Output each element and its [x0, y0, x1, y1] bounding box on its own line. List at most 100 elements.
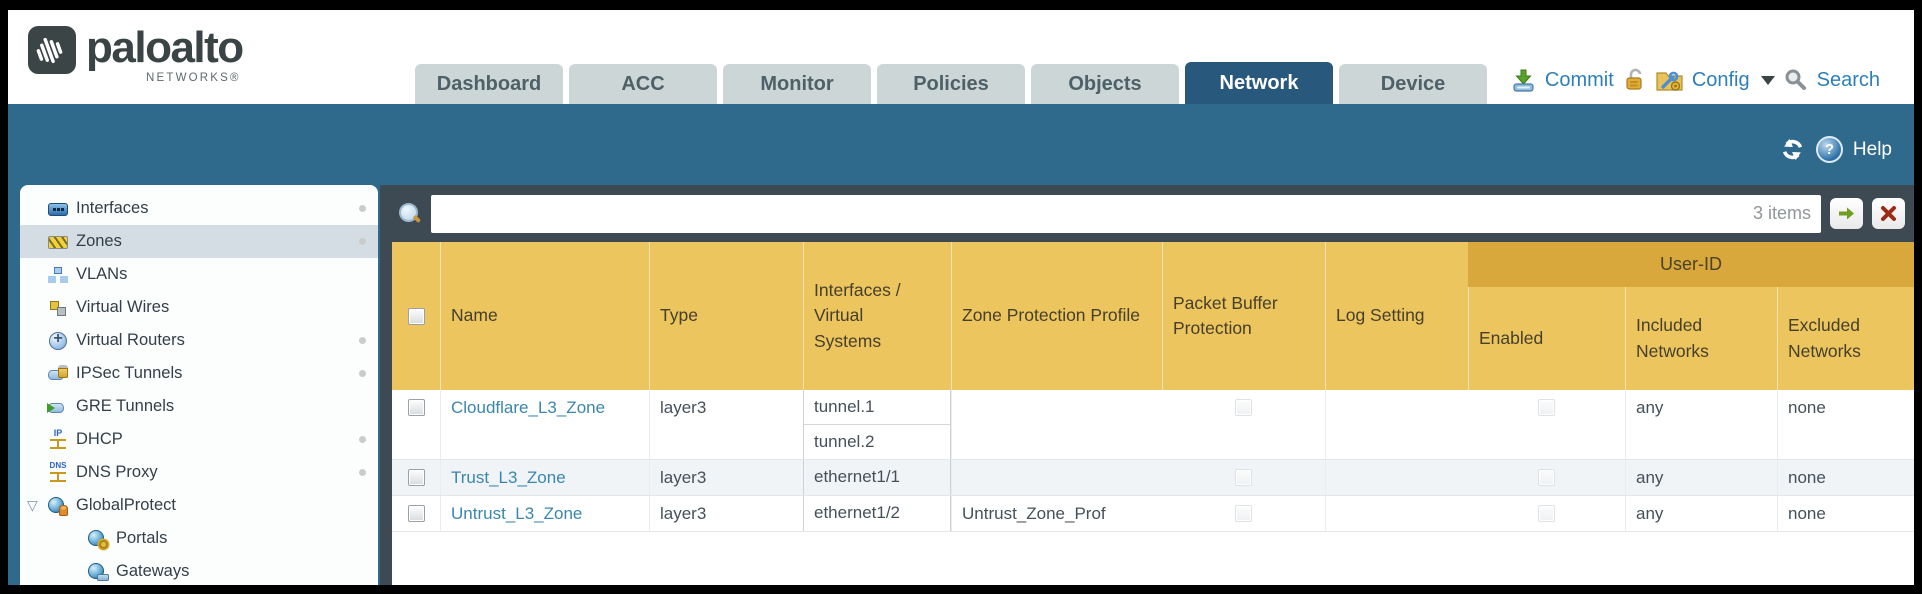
table-row[interactable]: Trust_L3_Zone layer3 ethernet1/1 any non… [392, 460, 1914, 496]
select-all-checkbox[interactable] [407, 307, 425, 325]
utility-bar: Commit Config Search [1511, 68, 1880, 92]
apply-filter-button[interactable] [1830, 198, 1863, 229]
status-dot [359, 469, 366, 476]
sidebar-item-portals[interactable]: Portals [20, 522, 378, 555]
green-arrow-icon [1839, 207, 1854, 220]
brand-name: paloalto [86, 23, 244, 72]
excluded-networks: none [1777, 460, 1914, 495]
column-header-interfaces[interactable]: Interfaces / Virtual Systems [803, 242, 951, 390]
sidebar-item-label: DNS Proxy [76, 463, 158, 481]
sidebar-item-globalprotect[interactable]: ▽ GlobalProtect [20, 489, 378, 522]
status-dot [359, 205, 366, 212]
help-icon[interactable]: ? [1815, 136, 1843, 163]
portals-icon [88, 529, 108, 549]
tab-objects[interactable]: Objects [1031, 64, 1179, 104]
sidebar-item-virtual-wires[interactable]: Virtual Wires [20, 291, 378, 324]
zone-type: layer3 [649, 390, 803, 459]
commit-icon [1513, 69, 1534, 92]
help-label[interactable]: Help [1852, 138, 1892, 160]
column-header-type[interactable]: Type [649, 242, 803, 390]
sidebar-item-virtual-routers[interactable]: Virtual Routers [20, 324, 378, 357]
log-setting [1325, 496, 1468, 531]
sidebar-item-label: DHCP [76, 430, 123, 448]
packet-buffer-protection-checkbox[interactable] [1235, 469, 1252, 486]
sidebar-item-interfaces[interactable]: Interfaces [20, 192, 378, 225]
sidebar-item-dhcp[interactable]: DHCP [20, 423, 378, 456]
row-checkbox[interactable] [407, 469, 425, 486]
zone-name-link[interactable]: Cloudflare_L3_Zone [451, 398, 606, 417]
packet-buffer-protection-checkbox[interactable] [1235, 399, 1252, 416]
zone-protection-profile: Untrust_Zone_Prof [951, 496, 1162, 531]
sidebar-item-dns-proxy[interactable]: DNS Proxy [20, 456, 378, 489]
sidebar-item-label: Virtual Routers [76, 331, 185, 349]
filter-search-box: 3 items [431, 194, 1821, 233]
column-header-included-networks[interactable]: Included Networks [1625, 287, 1777, 390]
expand-caret-icon[interactable]: ▽ [27, 497, 38, 513]
interface-entry: tunnel.2 [814, 432, 875, 451]
log-setting [1325, 460, 1468, 495]
lock-icon[interactable] [1623, 68, 1647, 92]
tab-network[interactable]: Network [1185, 62, 1333, 104]
excluded-networks: none [1777, 496, 1914, 531]
status-dot [359, 337, 366, 344]
column-header-packet-buffer-protection[interactable]: Packet Buffer Protection [1162, 242, 1325, 390]
filter-input[interactable] [431, 194, 1753, 233]
table-row[interactable]: Cloudflare_L3_Zone layer3 tunnel.1 tunne… [392, 390, 1914, 460]
interfaces-icon [48, 199, 68, 219]
tab-device[interactable]: Device [1339, 64, 1487, 104]
dhcp-icon [48, 428, 68, 450]
sidebar-item-ipsec-tunnels[interactable]: IPSec Tunnels [20, 357, 378, 390]
column-group-header-user-id: User-ID [1468, 242, 1914, 287]
dns-proxy-icon [48, 461, 68, 483]
sidebar-item-zones[interactable]: Zones [20, 225, 378, 258]
zone-protection-profile [951, 390, 1162, 459]
config-dropdown-caret-icon[interactable] [1760, 75, 1775, 85]
items-count: 3 items [1752, 203, 1811, 223]
zone-name-link[interactable]: Trust_L3_Zone [451, 468, 566, 487]
tab-policies[interactable]: Policies [877, 64, 1025, 104]
tab-monitor[interactable]: Monitor [723, 64, 871, 104]
clear-filter-button[interactable] [1872, 198, 1905, 229]
user-id-enabled-checkbox[interactable] [1538, 469, 1555, 486]
commit-button[interactable]: Commit [1544, 68, 1614, 91]
config-button[interactable]: Config [1691, 68, 1750, 91]
sidebar-item-gre-tunnels[interactable]: GRE Tunnels [20, 390, 378, 423]
zones-table-header: Name Type Interfaces / Virtual Systems Z… [392, 242, 1914, 390]
column-header-excluded-networks[interactable]: Excluded Networks [1777, 287, 1914, 390]
column-header-zone-protection-profile[interactable]: Zone Protection Profile [951, 242, 1162, 390]
sidebar-item-label: Portals [116, 529, 168, 547]
zone-type: layer3 [649, 496, 803, 531]
column-header-name[interactable]: Name [440, 242, 649, 390]
gateways-icon [88, 562, 109, 582]
row-checkbox[interactable] [407, 505, 425, 522]
user-id-enabled-checkbox[interactable] [1538, 399, 1555, 416]
brand-logo: paloalto NETWORKS® [28, 23, 244, 84]
virtual-wires-icon [48, 298, 68, 318]
paloalto-logo-icon [28, 26, 76, 74]
column-header-log-setting[interactable]: Log Setting [1325, 242, 1468, 390]
table-row[interactable]: Untrust_L3_Zone layer3 ethernet1/2 Untru… [392, 496, 1914, 532]
sidebar-item-label: IPSec Tunnels [76, 364, 183, 382]
tab-acc[interactable]: ACC [569, 64, 717, 104]
sidebar-item-gateways[interactable]: Gateways [20, 555, 378, 585]
sidebar-scrollbar[interactable] [380, 185, 392, 585]
app-window: paloalto NETWORKS® Dashboard ACC Monitor… [8, 10, 1914, 585]
virtual-routers-icon [48, 330, 68, 351]
row-checkbox[interactable] [407, 399, 425, 416]
sidebar-item-label: Zones [76, 232, 122, 250]
zone-name-link[interactable]: Untrust_L3_Zone [451, 504, 583, 523]
sidebar-item-vlans[interactable]: VLANs [20, 258, 378, 291]
zone-interfaces: ethernet1/1 [803, 460, 951, 495]
column-header-enabled[interactable]: Enabled [1468, 287, 1625, 390]
globalprotect-icon [48, 496, 68, 516]
search-icon [1785, 69, 1806, 90]
zone-interfaces: ethernet1/2 [803, 496, 951, 531]
search-button[interactable]: Search [1816, 68, 1880, 91]
tab-dashboard[interactable]: Dashboard [415, 64, 563, 104]
user-id-enabled-checkbox[interactable] [1538, 505, 1555, 522]
refresh-icon[interactable] [1779, 136, 1806, 163]
filter-bar: 3 items [392, 185, 1914, 242]
excluded-networks: none [1777, 390, 1914, 459]
packet-buffer-protection-checkbox[interactable] [1235, 505, 1252, 522]
status-dot [359, 370, 366, 377]
